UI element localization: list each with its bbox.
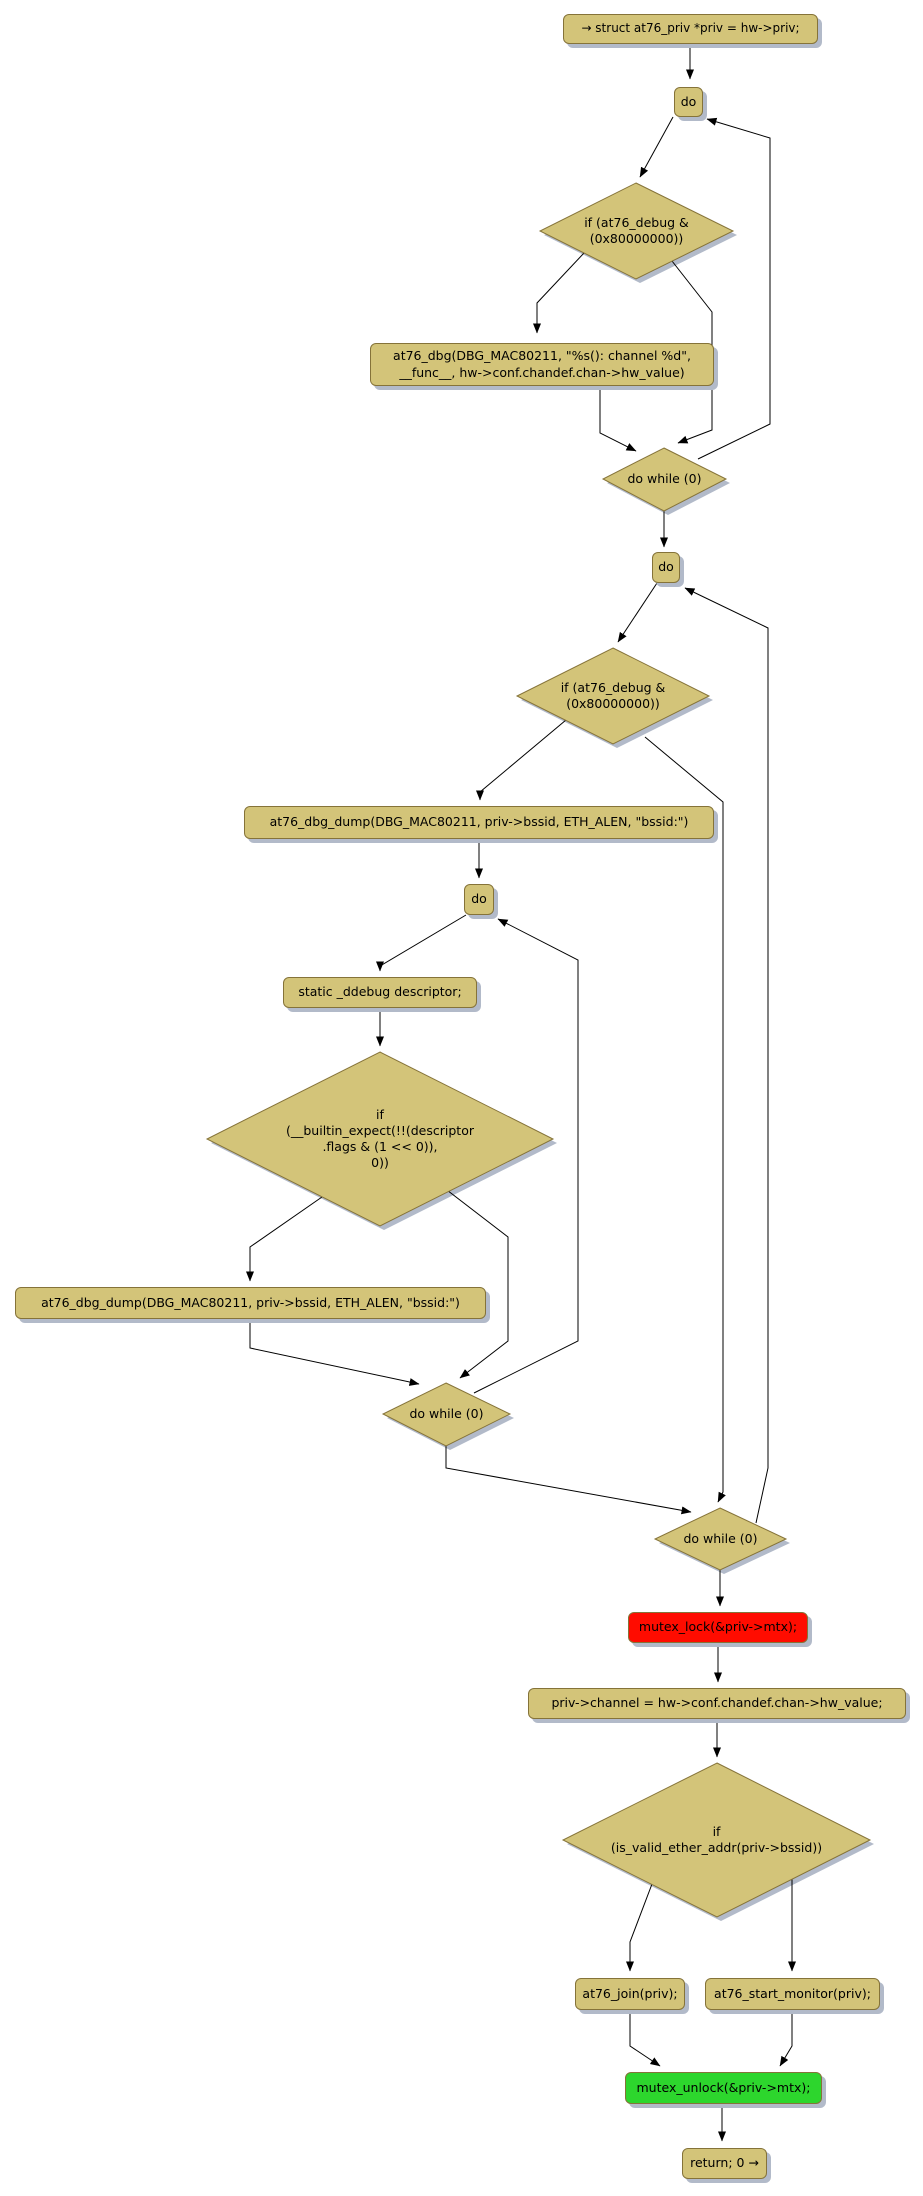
edge-dowhile3-dowhile2: [445, 1446, 692, 1515]
edge-if1-true-at76dbg: [533, 252, 585, 334]
decision-if-is-valid-ether-addr: [561, 1762, 872, 1918]
node-entry: → struct at76_priv *priv = hw->priv;: [563, 14, 818, 44]
decision-if-builtin-expect: [205, 1051, 555, 1227]
decision-if-at76-debug-2: [515, 647, 711, 745]
node-assign-channel: priv->channel = hw->conf.chandef.chan->h…: [528, 1688, 906, 1719]
edge-at76dbg-dowhile1: [599, 386, 637, 452]
node-call-at76-dbg-dump-1: at76_dbg_dump(DBG_MAC80211, priv->bssid,…: [244, 806, 714, 839]
node-mutex-lock: mutex_lock(&priv->mtx);: [628, 1612, 808, 1643]
node-do-2: do: [652, 552, 680, 583]
node-mutex-unlock: mutex_unlock(&priv->mtx);: [625, 2072, 822, 2104]
edge-if3-true-join: [626, 1883, 653, 1972]
flow-edges: [246, 44, 796, 2142]
edge-dbgdump2-dowhile3: [249, 1319, 420, 1386]
node-do-3: do: [464, 884, 494, 915]
edge-if2-false-dowhile2: [644, 736, 726, 1503]
edge-dowhile1-loop-do1: [697, 117, 771, 460]
edge-do3-static: [376, 914, 467, 972]
node-call-at76-dbg-dump-2: at76_dbg_dump(DBG_MAC80211, priv->bssid,…: [15, 1287, 486, 1319]
decision-if-at76-debug-1: [538, 182, 735, 280]
edge-dowhile3-loop-do3: [473, 918, 579, 1394]
decision-diamonds: [205, 182, 872, 1918]
edge-if2-true-dbgdump1: [476, 719, 567, 801]
edge-monitor-unlock: [779, 2010, 793, 2067]
decision-do-while-1: [601, 447, 728, 512]
edge-bigif-true-dbgdump2: [246, 1196, 323, 1282]
edge-bigif-false-dowhile3: [442, 1186, 509, 1379]
node-call-at76-start-monitor: at76_start_monitor(priv);: [705, 1978, 880, 2010]
node-do-1: do: [674, 87, 703, 117]
edge-do2-if2: [617, 582, 658, 643]
node-call-at76-join: at76_join(priv);: [575, 1978, 685, 2010]
node-return: return; 0 →: [682, 2148, 767, 2179]
diamond-shadows: [211, 187, 874, 1921]
decision-do-while-3: [381, 1382, 512, 1447]
decision-do-while-2: [653, 1507, 788, 1571]
node-call-at76-dbg: at76_dbg(DBG_MAC80211, "%s(): channel %d…: [370, 343, 714, 386]
node-static-descriptor: static _ddebug descriptor;: [283, 977, 477, 1008]
edge-join-unlock: [629, 2010, 661, 2067]
edge-do1-if1: [639, 116, 674, 178]
edge-dowhile2-loop-do2: [684, 587, 769, 1524]
